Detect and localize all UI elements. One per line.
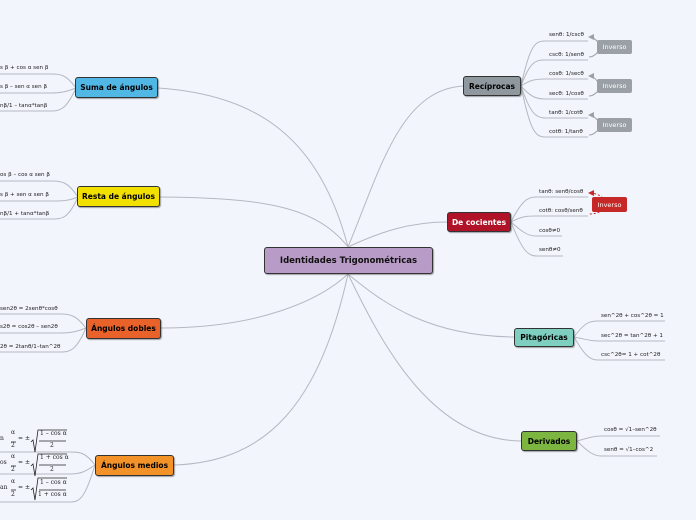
suma-item-3[interactable]: nβ/1 – tanα*tanβ (0, 103, 48, 109)
pitagoricas-topic-label: Pitagóricas (520, 333, 568, 342)
reciprocas-topic-label: Recíprocas (468, 81, 516, 91)
dobles-topic-label: Ángulos dobles (91, 324, 156, 333)
reciprocas-item-4[interactable]: secθ: 1/cosθ (549, 91, 584, 97)
dobles-item-2[interactable]: s2θ = cos2θ – sen2θ (0, 324, 58, 330)
derivados-item-2[interactable]: senθ = √1–cos^2 (604, 447, 654, 453)
reciprocas-item-6[interactable]: cotθ: 1/tanθ (549, 129, 583, 135)
derivados-topic-label: Derivados (527, 436, 571, 446)
cocientes-item-3[interactable]: cosθ≠0 (539, 228, 561, 234)
central-topic[interactable]: Identidades Trigonométricas (264, 247, 433, 274)
central-topic-label: Identidades Trigonométricas (279, 255, 418, 266)
cocientes-item-4[interactable]: senθ≠0 (539, 247, 561, 253)
resta-topic-label: Resta de ángulos (82, 192, 155, 201)
pitagoricas-item-1[interactable]: sen^2θ + cos^2θ = 1 (601, 313, 664, 319)
reciprocas-item-1[interactable]: senθ: 1/cscθ (549, 32, 584, 38)
cocientes-topic-label: De cocientes (451, 217, 507, 227)
resta-item-1[interactable]: os β – cos α sen β (0, 172, 50, 178)
medios-topic[interactable]: Ángulos medios (95, 455, 174, 476)
suma-item-1[interactable]: s β + cos α sen β (0, 65, 49, 71)
reciprocas-topic[interactable]: Recíprocas (463, 76, 521, 96)
resta-item-2[interactable]: s β + sen α sen β (0, 192, 49, 198)
medios-topic-label: Ángulos medios (100, 461, 169, 470)
reciprocas-item-2[interactable]: cscθ: 1/senθ (549, 52, 584, 58)
suma-topic-label: Suma de ángulos (80, 83, 153, 92)
pitagoricas-item-2[interactable]: sec^2θ = tan^2θ + 1 (601, 333, 663, 339)
reciprocas-item-3[interactable]: cosθ: 1/secθ (549, 71, 584, 77)
cocientes-item-2[interactable]: cotθ: cosθ/senθ (539, 208, 583, 214)
derivados-item-1[interactable]: cosθ = √1–sen^2θ (604, 427, 657, 433)
dobles-item-3[interactable]: 2θ = 2tanθ/1–tan^2θ (0, 344, 61, 350)
resta-item-3[interactable]: nβ/1 + tanα*tanβ (0, 211, 50, 217)
cocientes-item-1[interactable]: tanθ: senθ/cosθ (539, 189, 584, 195)
suma-topic[interactable]: Suma de ángulos (75, 77, 158, 98)
inverso-label-red[interactable]: Inverso (592, 197, 627, 212)
inverso-label-1[interactable]: Inverso (597, 40, 632, 54)
dobles-topic[interactable]: Ángulos dobles (86, 318, 161, 339)
dobles-item-1[interactable]: sen2θ = 2senθ*cosθ (0, 306, 58, 312)
resta-topic[interactable]: Resta de ángulos (77, 186, 160, 207)
half-angle-cos-formula[interactable]: os α 2 = ± 1 + cos α 2 (0, 453, 69, 473)
suma-item-2[interactable]: s β – sen α sen β (0, 84, 48, 90)
inverso-label-3[interactable]: Inverso (597, 118, 632, 132)
half-angle-tan-formula[interactable]: an α 2 = ± 1 – cos α 1 + cos α (0, 478, 67, 498)
inverso-label-2[interactable]: Inverso (597, 79, 632, 93)
cocientes-topic[interactable]: De cocientes (447, 212, 511, 232)
pitagoricas-item-3[interactable]: csc^2θ= 1 + cot^2θ (601, 352, 661, 358)
derivados-topic[interactable]: Derivados (521, 431, 577, 451)
pitagoricas-topic[interactable]: Pitagóricas (514, 328, 574, 347)
half-angle-sin-formula[interactable]: n α 2 = ± 1 – cos α 2 (0, 429, 67, 449)
reciprocas-item-5[interactable]: tanθ: 1/cotθ (549, 110, 583, 116)
